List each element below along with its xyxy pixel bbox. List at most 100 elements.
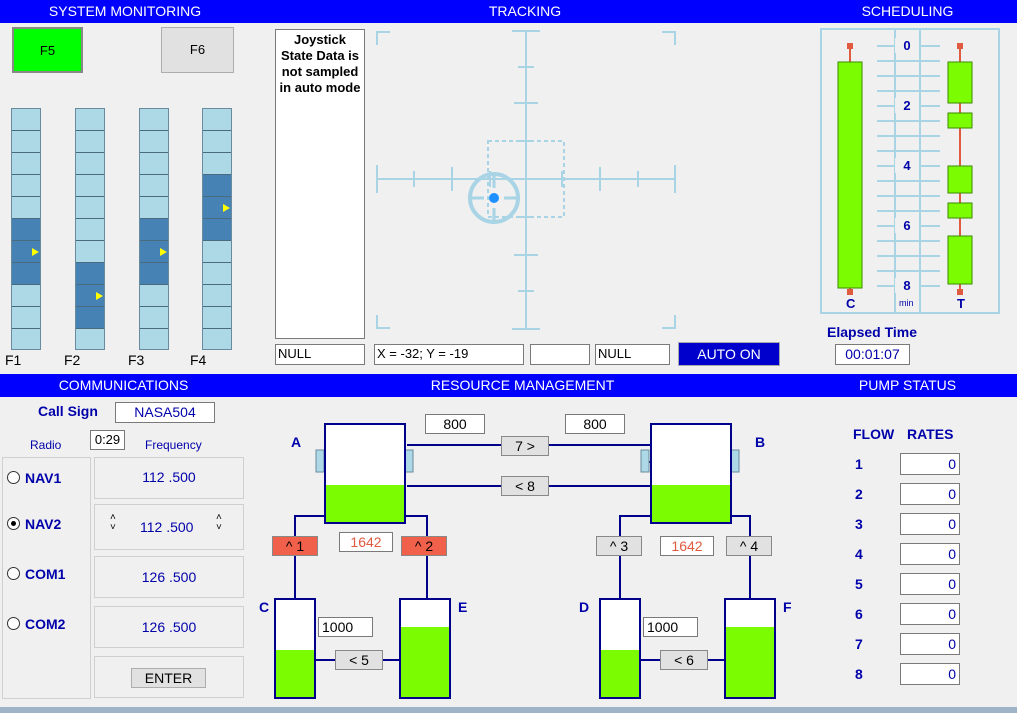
pump-title: PUMP STATUS (858, 377, 957, 393)
tank-b-extra-amount: 1642 (660, 536, 714, 556)
schedule-tick-4: 4 (895, 158, 919, 173)
pump-row-number: 6 (855, 606, 863, 622)
scale-f4[interactable] (202, 108, 232, 350)
pump-row-number: 4 (855, 546, 863, 562)
tank-c-label: C (259, 599, 270, 615)
schedule-tick-0: 0 (895, 38, 919, 53)
radio-label: Radio (30, 438, 62, 452)
radio-nav1-label: NAV1 (25, 470, 62, 486)
comms-timer: 0:29 (90, 430, 125, 450)
pump-rate-value: 0 (900, 603, 960, 625)
tank-c (274, 598, 316, 699)
radio-com2-label: COM2 (25, 616, 66, 632)
pump-row-number: 1 (855, 456, 863, 472)
scale-pointer-icon (160, 248, 167, 256)
tank-a-extra-amount: 1642 (339, 532, 393, 552)
tracking-reticle[interactable] (372, 27, 680, 333)
pump-4-button[interactable]: ^ 4 (726, 536, 772, 556)
pump-row-number: 8 (855, 666, 863, 682)
pump-8-button[interactable]: < 8 (501, 476, 549, 496)
pump-7-button[interactable]: 7 > (501, 436, 549, 456)
sysmon-title: SYSTEM MONITORING (48, 3, 202, 19)
enter-box (94, 656, 244, 698)
schedule-tick-8: 8 (895, 278, 919, 293)
xy-readout: X = -32; Y = -19 (374, 344, 524, 365)
radio-com1-button[interactable] (7, 567, 20, 580)
f6-button[interactable]: F6 (161, 27, 234, 73)
tank-e (399, 598, 451, 699)
tank-d (599, 598, 641, 699)
tank-f (724, 598, 776, 699)
tank-e-label: E (458, 599, 468, 615)
fluid-d (601, 650, 639, 697)
pump-row-number: 7 (855, 636, 863, 652)
rates-label: RATES (907, 426, 954, 442)
freq-right-spinner-icon[interactable]: ˄˅ (216, 512, 222, 533)
radio-com2-button[interactable] (7, 617, 20, 630)
freq-com1: 126 .500 (141, 569, 197, 585)
null-field-2: NULL (595, 344, 670, 365)
blank-field (530, 344, 590, 365)
pump-row-number: 5 (855, 576, 863, 592)
freq-box-com2 (94, 606, 244, 648)
scale-label-f3: F3 (128, 352, 145, 368)
tank-a (324, 423, 406, 524)
pump-2-button[interactable]: ^ 2 (401, 536, 447, 556)
fluid-a (326, 485, 404, 522)
fluid-f (726, 627, 774, 697)
bottom-bar (0, 707, 1017, 713)
tank-b (650, 423, 732, 524)
pump-row-number: 2 (855, 486, 863, 502)
pump-row-number: 3 (855, 516, 863, 532)
freq-box-com1 (94, 556, 244, 598)
comms-title: COMMUNICATIONS (58, 377, 189, 393)
tank-b-amount: 800 (565, 414, 625, 434)
top-header-bar (0, 0, 1017, 23)
pump-3-button[interactable]: ^ 3 (596, 536, 642, 556)
scale-f2[interactable] (75, 108, 105, 350)
f5-button[interactable]: F5 (12, 27, 83, 73)
freq-left-spinner-icon[interactable]: ˄˅ (110, 512, 116, 533)
scale-f1[interactable] (11, 108, 41, 350)
callsign-value: NASA504 (115, 402, 215, 423)
elapsed-time-label: Elapsed Time (827, 324, 918, 340)
tracking-title: TRACKING (488, 3, 562, 19)
pump-rate-value: 0 (900, 663, 960, 685)
frequency-label: Frequency (145, 438, 202, 452)
pump-rate-value: 0 (900, 453, 960, 475)
fluid-b (652, 485, 730, 522)
schedule-chart (837, 30, 973, 312)
freq-nav2[interactable]: 112 .500 (140, 519, 194, 535)
freq-box-nav1 (94, 457, 244, 499)
scale-pointer-icon (96, 292, 103, 300)
freq-com2: 126 .500 (141, 619, 197, 635)
tank-f-label: F (783, 599, 792, 615)
schedule-min-label: min (899, 298, 914, 308)
tank-d-amount: 1000 (643, 617, 698, 637)
scheduling-title: SCHEDULING (861, 3, 954, 19)
schedule-c-label: C (846, 296, 856, 311)
tank-b-label: B (755, 434, 766, 450)
auto-on-button[interactable]: AUTO ON (678, 342, 780, 366)
freq-box-nav2 (94, 504, 244, 550)
pump-rate-value: 0 (900, 573, 960, 595)
scale-label-f4: F4 (190, 352, 207, 368)
scale-f3[interactable] (139, 108, 169, 350)
radio-com1-label: COM1 (25, 566, 66, 582)
radio-nav1-button[interactable] (7, 471, 20, 484)
tank-c-amount: 1000 (318, 617, 373, 637)
enter-button[interactable]: ENTER (131, 668, 206, 688)
cursor-dot-icon (489, 193, 499, 203)
tank-d-label: D (579, 599, 590, 615)
pump-5-button[interactable]: < 5 (335, 650, 383, 670)
fluid-c (276, 650, 314, 697)
pump-1-button[interactable]: ^ 1 (272, 536, 318, 556)
elapsed-time-value: 00:01:07 (835, 344, 910, 365)
joystick-message: Joystick State Data is not sampled in au… (275, 29, 365, 339)
tank-a-amount: 800 (425, 414, 485, 434)
pump-6-button[interactable]: < 6 (660, 650, 708, 670)
fluid-e (401, 627, 449, 697)
radio-nav2-button[interactable] (7, 517, 20, 530)
scale-pointer-icon (223, 204, 230, 212)
radio-nav2-label: NAV2 (25, 516, 62, 532)
